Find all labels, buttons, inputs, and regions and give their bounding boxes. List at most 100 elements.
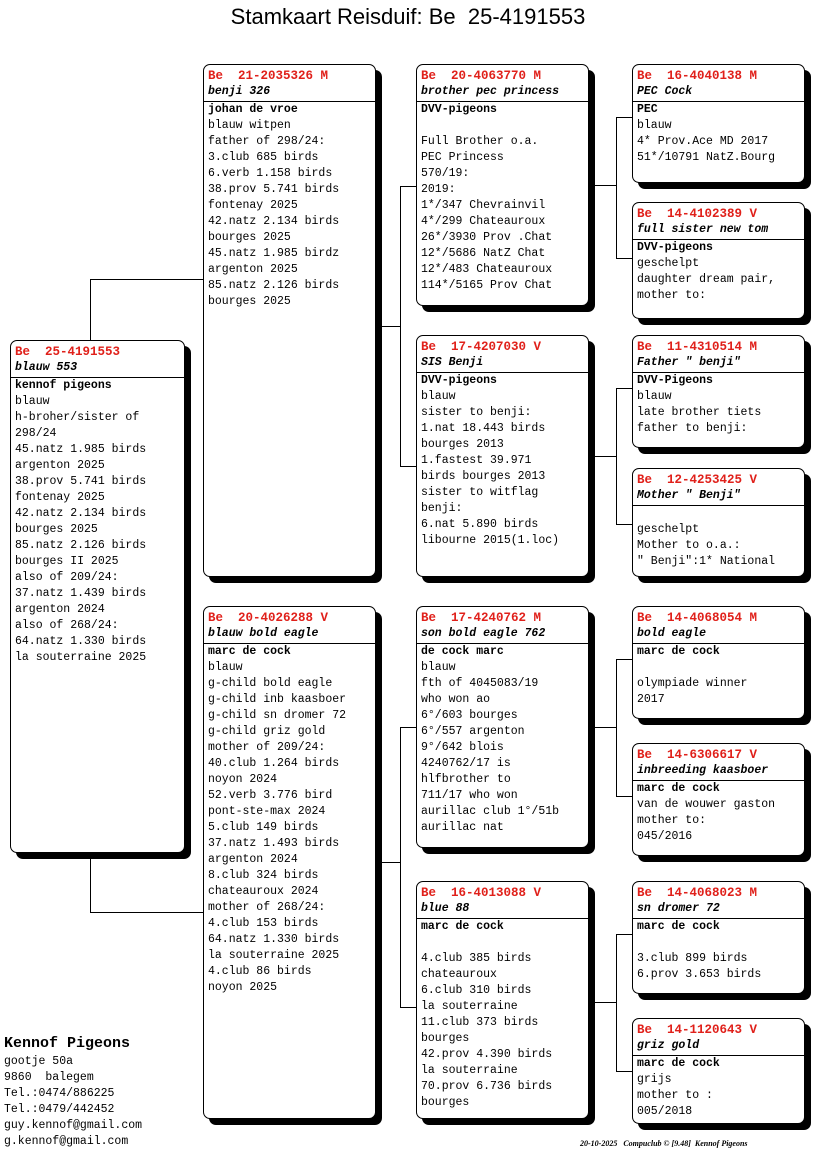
detail-line: fontenay 2025 — [15, 491, 105, 504]
owner-name: PEC — [637, 103, 658, 116]
pigeon-name: full sister new tom — [633, 222, 804, 240]
connector-line — [616, 934, 617, 1071]
detail-line: la souterraine 2025 — [208, 949, 340, 962]
detail-line: 45.natz 1.985 birds — [15, 443, 147, 456]
detail-line: 26*/3930 Prov .Chat — [421, 231, 553, 244]
page-title: Stamkaart Reisduif: Be 25-4191553 — [230, 4, 586, 29]
detail-line: g-child inb kaasboer — [208, 693, 347, 706]
owner-name: kennof pigeons — [15, 379, 112, 392]
detail-line: noyon 2025 — [208, 981, 278, 994]
detail-line: Mother to o.a.: — [637, 539, 741, 552]
detail-line: pont-ste-max 2024 — [208, 805, 326, 818]
detail-line: blauw — [15, 395, 50, 408]
ring-number: Be 14-4068054 M — [637, 611, 758, 625]
detail-line: 1.fastest 39.971 — [421, 454, 532, 467]
detail-line: 114*/5165 Prov Chat — [421, 279, 553, 292]
detail-line: birds bourges 2013 — [421, 470, 546, 483]
detail-line: benji: — [421, 502, 463, 515]
connector-line — [400, 727, 417, 728]
owner-name: marc de cock — [637, 1057, 720, 1070]
detail-line: chateauroux 2024 — [208, 885, 319, 898]
detail-line: 570/19: — [421, 167, 470, 180]
detail-line: 38.prov 5.741 birds — [208, 183, 340, 196]
detail-line: late brother tiets — [637, 406, 762, 419]
detail-line: 2017 — [637, 693, 665, 706]
owner-name: DVV-pigeons — [421, 374, 497, 387]
pigeon-name: blauw bold eagle — [204, 626, 375, 644]
detail-line: 9°/642 blois — [421, 741, 504, 754]
owner-name: marc de cock — [421, 920, 504, 933]
detail-line: 5.club 149 birds — [208, 821, 319, 834]
detail-line: argenton 2024 — [15, 603, 105, 616]
detail-line: 45.natz 1.985 birdz — [208, 247, 340, 260]
ring-number: Be 20-4063770 M — [421, 69, 542, 83]
detail-line: sister to witflag — [421, 486, 539, 499]
pigeon-name: Father " benji" — [633, 355, 804, 373]
detail-line: also of 209/24: — [15, 571, 119, 584]
detail-line: 298/24 — [15, 427, 57, 440]
detail-line: bourges 2025 — [15, 523, 98, 536]
detail-line: blauw — [637, 119, 672, 132]
ring-number: Be 14-4102389 V — [637, 207, 758, 221]
detail-line: 12*/5686 NatZ Chat — [421, 247, 546, 260]
pigeon-name: blue 88 — [417, 901, 588, 919]
detail-line: 6.prov 3.653 birds — [637, 968, 762, 981]
detail-line: 045/2016 — [637, 830, 693, 843]
detail-line: fontenay 2025 — [208, 199, 298, 212]
detail-line: argenton 2025 — [208, 263, 298, 276]
detail-line — [421, 118, 588, 134]
detail-line: aurillac nat — [421, 821, 504, 834]
pigeon-name: sn dromer 72 — [633, 901, 804, 919]
connector-line — [616, 388, 617, 524]
pigeon-name: PEC Cock — [633, 84, 804, 102]
detail-line: 42.natz 2.134 birds — [208, 215, 340, 228]
detail-line — [637, 660, 804, 676]
breeder-line: guy.kennof@gmail.com — [4, 1119, 143, 1132]
detail-line: 6°/557 argenton — [421, 725, 525, 738]
connector-line — [616, 796, 633, 797]
breeder-name: Kennof Pigeons — [4, 1035, 131, 1052]
detail-line: 52.verb 3.776 bird — [208, 789, 333, 802]
pigeon-name: son bold eagle 762 — [417, 626, 588, 644]
pigeon-name: brother pec princess — [417, 84, 588, 102]
detail-line: father of 298/24: — [208, 135, 326, 148]
connector-line — [381, 862, 400, 863]
connector-line — [400, 727, 401, 1007]
connector-line — [400, 186, 417, 187]
owner-name: marc de cock — [208, 645, 291, 658]
owner-name: de cock marc — [421, 645, 504, 658]
detail-line: chateauroux — [421, 968, 497, 981]
detail-line: who won ao — [421, 693, 491, 706]
detail-line: bourges II 2025 — [15, 555, 119, 568]
detail-line: 42.prov 4.390 birds — [421, 1048, 553, 1061]
detail-line: 37.natz 1.439 birds — [15, 587, 147, 600]
detail-line: 3.club 899 birds — [637, 952, 748, 965]
ring-number: Be 12-4253425 V — [637, 473, 758, 487]
detail-line: blauw — [421, 661, 456, 674]
owner-name: johan de vroe — [208, 103, 298, 116]
pigeon-name: Mother " Benji" — [633, 488, 804, 506]
detail-line: 4.club 153 birds — [208, 917, 319, 930]
detail-line — [637, 935, 804, 951]
detail-line: bourges — [421, 1096, 470, 1109]
detail-line: noyon 2024 — [208, 773, 278, 786]
detail-line: Full Brother o.a. — [421, 135, 539, 148]
detail-line: 711/17 who won — [421, 789, 518, 802]
owner-name: DVV-Pigeons — [637, 374, 713, 387]
detail-line: 51*/10791 NatZ.Bourg — [637, 151, 776, 164]
detail-line: 6°/603 bourges — [421, 709, 518, 722]
ring-number: Be 14-1120643 V — [637, 1023, 758, 1037]
detail-line: argenton 2024 — [208, 853, 298, 866]
detail-line: 2019: — [421, 183, 456, 196]
connector-line — [90, 279, 91, 341]
